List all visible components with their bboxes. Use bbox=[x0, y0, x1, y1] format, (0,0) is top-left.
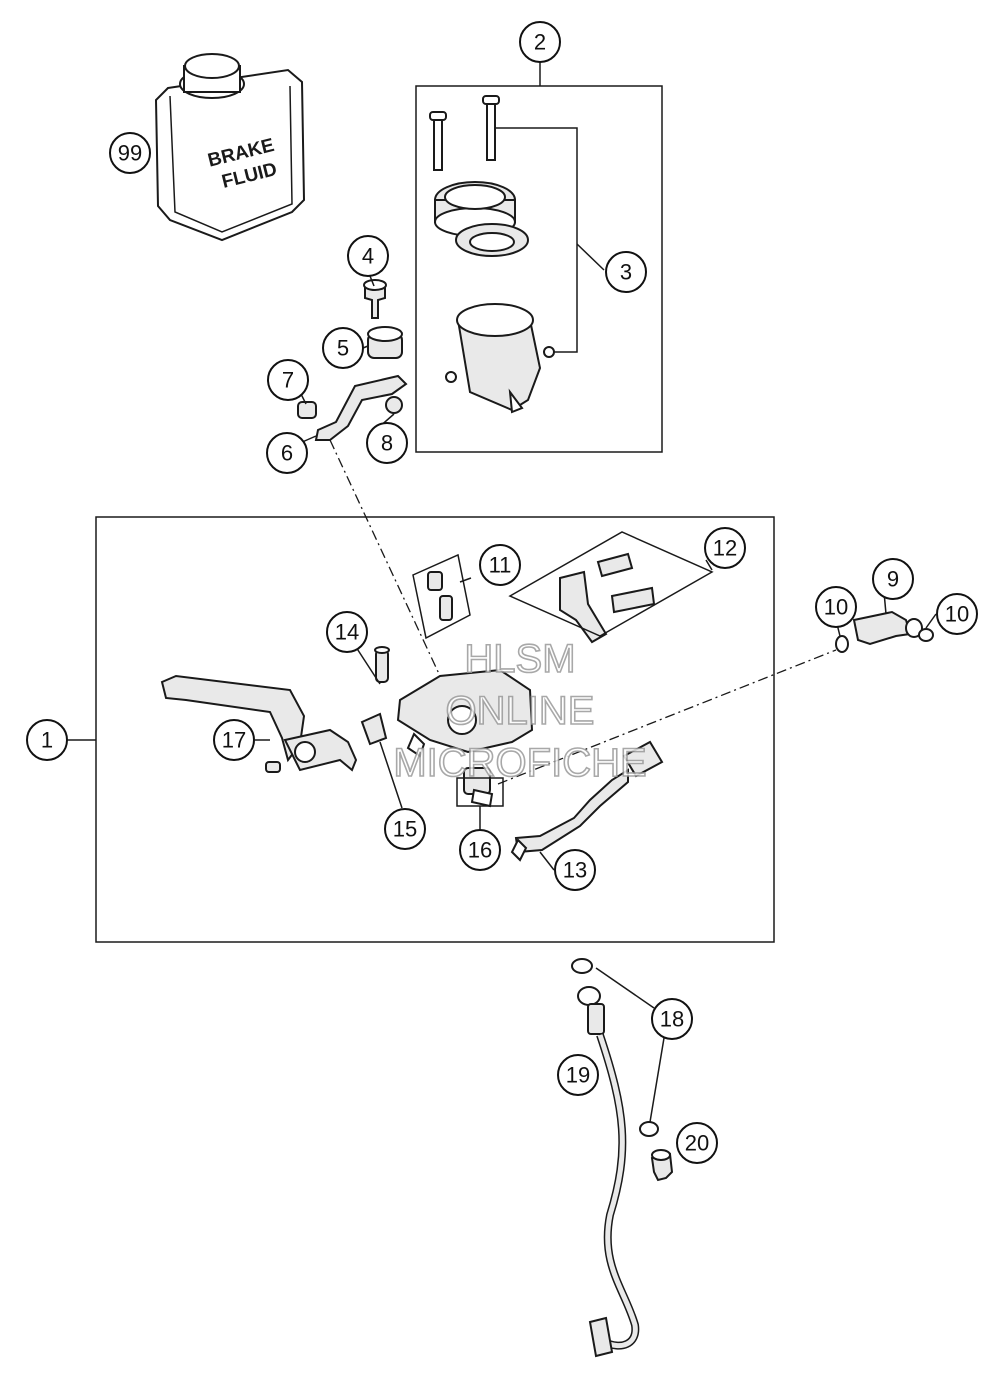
reservoir-assembly bbox=[429, 95, 605, 414]
callout-19: 19 bbox=[557, 1054, 599, 1096]
bracket-parts bbox=[297, 279, 408, 441]
svg-text:99: 99 bbox=[118, 141, 142, 166]
callout-3: 3 bbox=[605, 251, 647, 293]
svg-text:11: 11 bbox=[489, 553, 512, 578]
svg-text:18: 18 bbox=[660, 1007, 684, 1032]
svg-text:13: 13 bbox=[563, 858, 587, 883]
reservoir-frame bbox=[415, 85, 663, 453]
callout-5: 5 bbox=[322, 327, 364, 369]
callout-20: 20 bbox=[676, 1122, 718, 1164]
callout-15: 15 bbox=[384, 808, 426, 850]
svg-text:16: 16 bbox=[468, 838, 492, 863]
callout-9: 9 bbox=[872, 558, 914, 600]
master-cylinder-frame bbox=[95, 516, 775, 943]
callout-12: 12 bbox=[704, 527, 746, 569]
svg-text:4: 4 bbox=[362, 244, 374, 269]
svg-text:20: 20 bbox=[685, 1131, 709, 1156]
callout-4: 4 bbox=[347, 235, 389, 277]
callout-8: 8 bbox=[366, 422, 408, 464]
callout-17: 17 bbox=[213, 719, 255, 761]
brake-fluid-can: BRAKE FLUID bbox=[154, 53, 306, 242]
svg-text:14: 14 bbox=[335, 620, 359, 645]
svg-text:12: 12 bbox=[713, 536, 737, 561]
callout-2: 2 bbox=[519, 21, 561, 63]
svg-text:2: 2 bbox=[534, 30, 546, 55]
watermark-line1: HLSM bbox=[464, 637, 575, 681]
callout-18: 18 bbox=[651, 998, 693, 1040]
callout-10-left: 10 bbox=[815, 586, 857, 628]
right-parts bbox=[835, 610, 934, 653]
watermark-line2: ONLINE bbox=[446, 689, 595, 733]
callout-14: 14 bbox=[326, 611, 368, 653]
svg-text:8: 8 bbox=[381, 431, 393, 456]
svg-text:5: 5 bbox=[337, 336, 349, 361]
svg-text:17: 17 bbox=[222, 728, 246, 753]
svg-text:3: 3 bbox=[620, 260, 632, 285]
brake-lever bbox=[160, 674, 358, 773]
svg-text:6: 6 bbox=[281, 441, 293, 466]
callout-6: 6 bbox=[266, 432, 308, 474]
watermark: HLSM ONLINE MICROFICHE bbox=[393, 636, 648, 786]
brake-hose bbox=[571, 958, 674, 1358]
svg-text:9: 9 bbox=[887, 567, 899, 592]
leader-lines bbox=[67, 56, 937, 1123]
svg-text:19: 19 bbox=[566, 1063, 590, 1088]
svg-text:7: 7 bbox=[282, 368, 294, 393]
master-cylinder-body bbox=[360, 531, 714, 862]
watermark-line3: MICROFICHE bbox=[393, 741, 646, 785]
svg-text:15: 15 bbox=[393, 817, 417, 842]
callout-7: 7 bbox=[267, 359, 309, 401]
callout-11: 11 bbox=[479, 544, 521, 586]
svg-text:10: 10 bbox=[945, 602, 969, 627]
callout-16: 16 bbox=[459, 829, 501, 871]
callout-13: 13 bbox=[554, 849, 596, 891]
svg-text:10: 10 bbox=[824, 595, 848, 620]
callout-1: 1 bbox=[26, 719, 68, 761]
callout-99: 99 bbox=[109, 132, 151, 174]
svg-text:1: 1 bbox=[41, 728, 53, 753]
callout-10-right: 10 bbox=[936, 593, 978, 635]
